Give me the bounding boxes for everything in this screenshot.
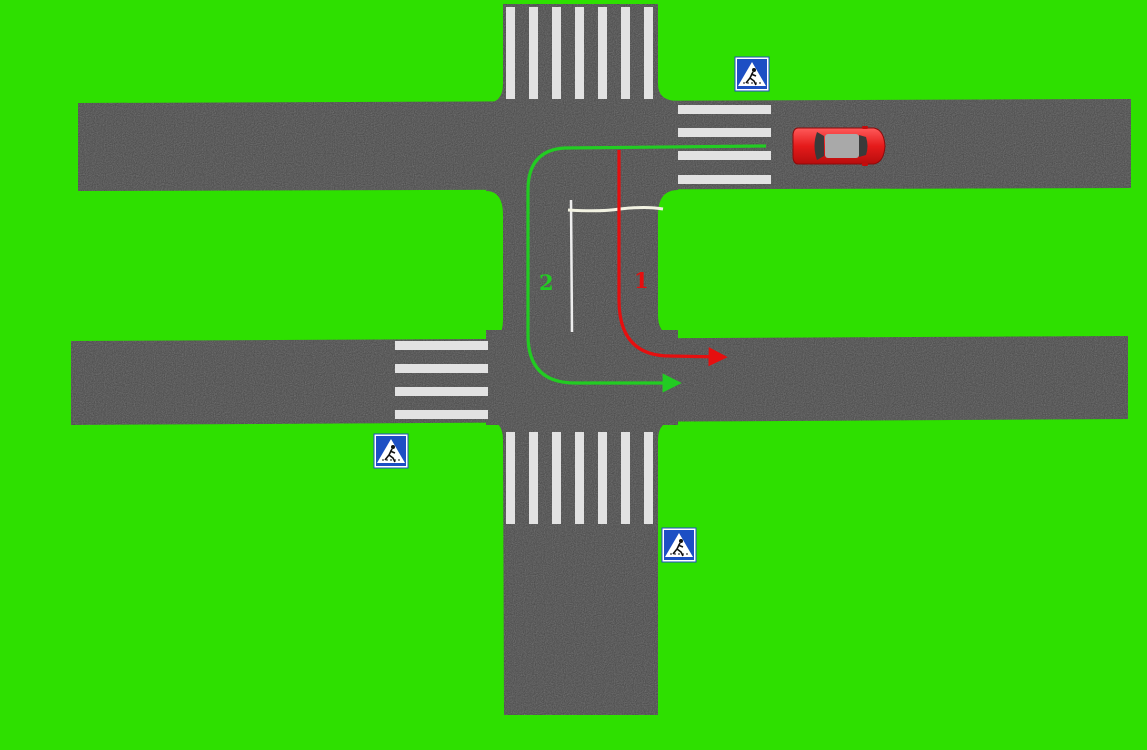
crosswalk-stripe — [678, 175, 771, 184]
crosswalk-south — [506, 432, 653, 524]
intersection-core — [486, 330, 678, 425]
crosswalk-stripe — [678, 151, 771, 160]
crosswalk-stripe — [575, 432, 584, 524]
crosswalk-stripe — [621, 7, 630, 99]
crosswalk-stripe — [598, 7, 607, 99]
route-1-path — [617, 150, 728, 367]
crosswalk-stripe — [678, 128, 771, 137]
crosswalk-east — [678, 105, 771, 184]
crosswalk-stripe — [598, 432, 607, 524]
crosswalk-stripe — [395, 341, 488, 350]
crosswalk-stripe — [621, 432, 630, 524]
crosswalk-stripe — [552, 7, 561, 99]
pedestrian-crossing-sign-icon — [373, 433, 409, 469]
lane-divider-line — [569, 199, 574, 333]
pedestrian-crossing-sign-icon — [734, 56, 770, 92]
pedestrian-crossing-sign-icon — [661, 527, 697, 563]
crosswalk-stripe — [506, 7, 515, 99]
crosswalk-stripe — [395, 387, 488, 396]
route-1-label: 1 — [634, 268, 649, 293]
crosswalk-stripe — [644, 432, 653, 524]
crosswalk-stripe — [395, 410, 488, 419]
crosswalk-stripe — [529, 432, 538, 524]
connecting-vertical-road — [486, 84, 678, 345]
crosswalk-west — [395, 341, 488, 419]
crosswalk-stripe — [395, 364, 488, 373]
crosswalk-stripe — [575, 7, 584, 99]
route-2-label: 2 — [539, 270, 554, 295]
crosswalk-stripe — [644, 7, 653, 99]
road-network — [71, 4, 1131, 715]
crosswalk-stripe — [529, 7, 538, 99]
route-2-path — [526, 144, 767, 393]
crosswalk-stripe — [552, 432, 561, 524]
crosswalk-north — [506, 7, 653, 99]
crosswalk-stripe — [678, 105, 771, 114]
red-car-icon — [792, 126, 886, 166]
crosswalk-stripe — [506, 432, 515, 524]
